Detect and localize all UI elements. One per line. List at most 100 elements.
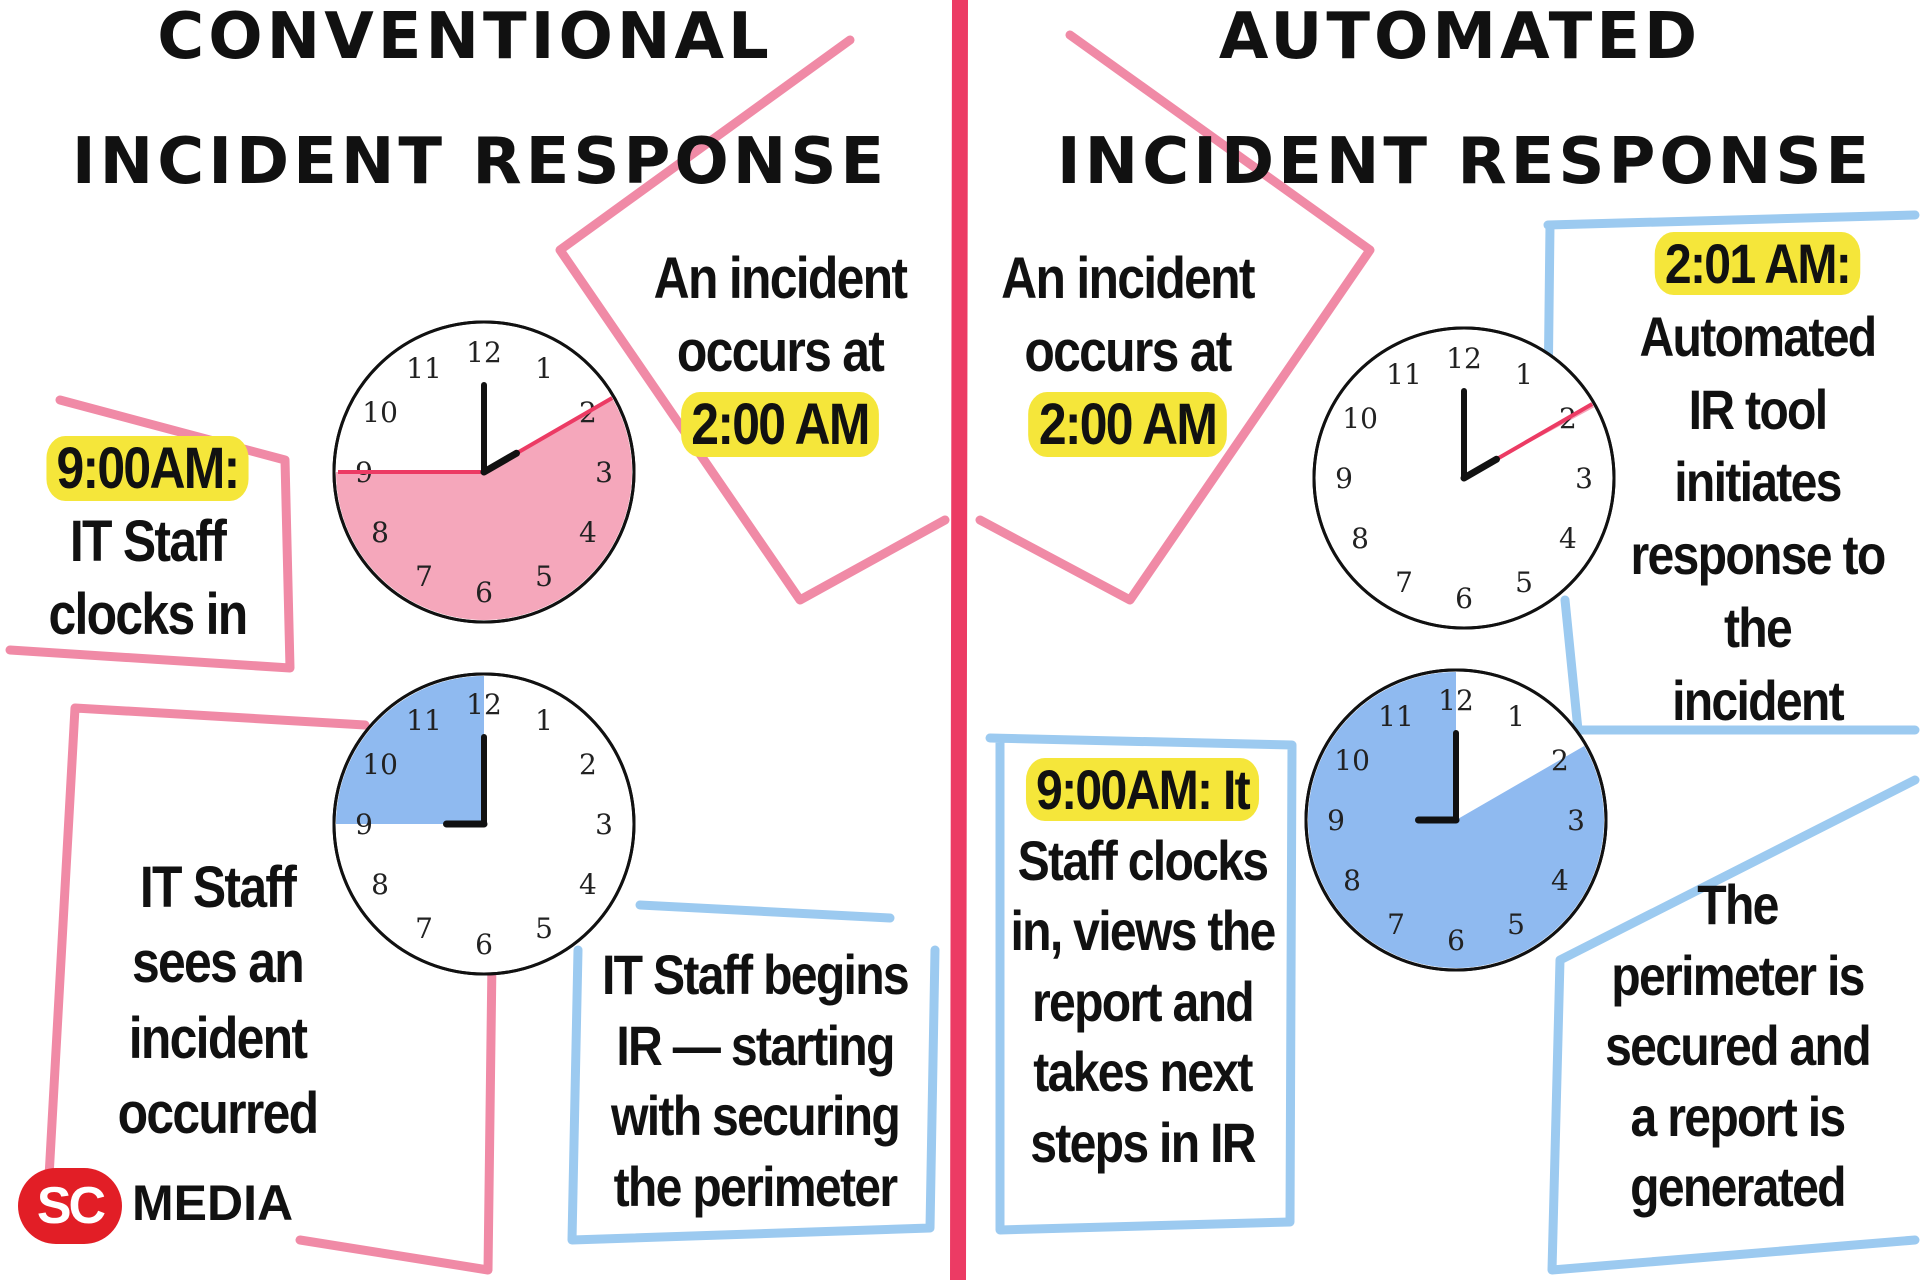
- right-tool-line2: IR tool: [1688, 377, 1828, 441]
- clock-rim: [332, 672, 636, 976]
- clock-rim: [332, 320, 636, 624]
- left-begins-text: IT Staff begins IR — starting with secur…: [587, 940, 922, 1222]
- left-clockin-text: 9:00AM: IT Staff clocks in: [34, 432, 262, 651]
- clock-numeral: 12: [466, 688, 502, 721]
- right-secured-line4: a report is: [1630, 1084, 1847, 1148]
- right-incident-text: An incident occurs at 2:00 AM: [979, 242, 1276, 461]
- left-sees-line2: sees an: [131, 930, 305, 996]
- right-incident-time: 2:00 AM: [1028, 392, 1227, 458]
- left-incident-text: An incident occurs at 2:00 AM: [634, 242, 926, 461]
- right-tool-line3: initiates: [1674, 450, 1842, 514]
- right-secured-line1: The: [1697, 873, 1779, 936]
- clock-numeral: 10: [362, 396, 398, 429]
- clock-numeral: 3: [1575, 462, 1593, 495]
- clock-numeral: 9: [1335, 462, 1353, 495]
- right-staff-line5: steps in IR: [1030, 1110, 1256, 1174]
- right-secured-line5: generated: [1630, 1155, 1846, 1219]
- clock-rim: [1304, 668, 1608, 972]
- clock-numeral: 8: [1351, 522, 1369, 555]
- left-begins-line1: IT Staff begins: [602, 943, 910, 1006]
- clock-numeral: 10: [1334, 744, 1370, 777]
- right-staff-line4: takes next: [1033, 1040, 1253, 1104]
- clock-numeral: 3: [595, 456, 613, 489]
- heading-right-line1: AUTOMATED: [1218, 0, 1702, 74]
- clock-numeral: 1: [1515, 358, 1533, 391]
- clock-numeral: 11: [1386, 358, 1422, 391]
- clock-numeral: 7: [415, 912, 433, 945]
- left-sees-line3: incident: [128, 1005, 308, 1071]
- blue-frame-begins: [567, 900, 940, 1245]
- blue-frame-secured: [1547, 775, 1920, 1275]
- clock-rim: [1312, 326, 1616, 630]
- sc-logo-word: MEDIA: [132, 1175, 294, 1231]
- clock-numeral: 1: [535, 352, 553, 385]
- blue-frame-staff: [985, 733, 1297, 1235]
- clock-numeral: 10: [362, 748, 398, 781]
- sc-logo-badge: SC: [18, 1168, 122, 1244]
- pink-bracket-clockin: [5, 395, 295, 673]
- clock-shaded-sector: [336, 398, 632, 620]
- left-begins-line2: IR — starting: [616, 1013, 895, 1077]
- clock-numeral: 11: [406, 352, 442, 385]
- clock-numeral: 10: [1342, 402, 1378, 435]
- clock-numeral: 12: [1438, 684, 1474, 717]
- clock-numeral: 8: [371, 516, 389, 549]
- clock-numeral: 2: [1551, 744, 1569, 777]
- right-tool-text: 2:01 AM: Automated IR tool initiates res…: [1618, 228, 1898, 738]
- left-incident-line2: occurs at: [676, 319, 885, 385]
- heading-left-line2: INCIDENT RESPONSE: [71, 125, 889, 199]
- clock-numeral: 12: [1446, 342, 1482, 375]
- clock-numeral: 6: [475, 928, 493, 961]
- pink-diamond-left: [555, 35, 950, 605]
- heading-left-line1: CONVENTIONAL: [157, 0, 773, 74]
- left-sees-text: IT Staff sees an incident occurred: [95, 850, 340, 1152]
- clock-numeral: 6: [1447, 924, 1465, 957]
- clock-numeral: 5: [535, 912, 553, 945]
- right-tool-line5: the: [1723, 595, 1793, 659]
- left-begins-line4: the perimeter: [613, 1154, 898, 1218]
- pink-frame-sees: [43, 703, 497, 1275]
- clock-numeral: 3: [595, 808, 613, 841]
- clock-numeral: 12: [466, 336, 502, 369]
- right-tool-line6: incident: [1672, 668, 1845, 732]
- clock-numeral: 5: [1507, 908, 1525, 941]
- clock-numeral: 8: [1343, 864, 1361, 897]
- right-staff-line2: in, views the: [1010, 899, 1276, 963]
- right-secured-line3: secured and: [1605, 1014, 1872, 1078]
- left-incident-line1: An incident: [653, 246, 908, 311]
- heading-right-line2: INCIDENT RESPONSE: [1056, 125, 1874, 199]
- clock-numeral: 3: [1567, 804, 1585, 837]
- right-incident-line2: occurs at: [1024, 319, 1232, 385]
- clock-numeral: 1: [535, 704, 553, 737]
- clock-numeral: 7: [415, 560, 433, 593]
- right-tool-line4: response to: [1630, 523, 1886, 587]
- clock-numeral: 9: [355, 808, 373, 841]
- right-secured-line2: perimeter is: [1611, 943, 1865, 1007]
- right-tool-time: 2:01 AM:: [1654, 232, 1861, 295]
- right-staff-line3: report and: [1032, 969, 1255, 1033]
- clock-numeral: 4: [579, 868, 597, 901]
- left-clockin-line2: clocks in: [48, 582, 248, 648]
- right-staff-time: 9:00AM: It: [1025, 758, 1260, 821]
- clock-numeral: 1: [1507, 700, 1525, 733]
- left-sees-line4: occurred: [117, 1081, 319, 1147]
- left-clockin-time: 9:00AM:: [46, 436, 249, 501]
- clock-hour-hand: [1460, 455, 1500, 482]
- right-tool-line1: Automated: [1639, 304, 1877, 368]
- clock-numeral: 5: [1515, 566, 1533, 599]
- clock-numeral: 11: [1378, 700, 1414, 733]
- pink-diamond-right: [975, 30, 1375, 605]
- clock-numeral: 2: [579, 748, 597, 781]
- right-secured-text: The perimeter is secured and a report is…: [1589, 870, 1886, 1223]
- left-sees-line1: IT Staff: [139, 855, 297, 920]
- clock-numeral: 6: [1455, 582, 1473, 615]
- clock-numeral: 7: [1387, 908, 1405, 941]
- clock-numeral: 7: [1395, 566, 1413, 599]
- clock-hour-hand: [480, 449, 520, 476]
- left-begins-line3: with securing: [610, 1084, 901, 1148]
